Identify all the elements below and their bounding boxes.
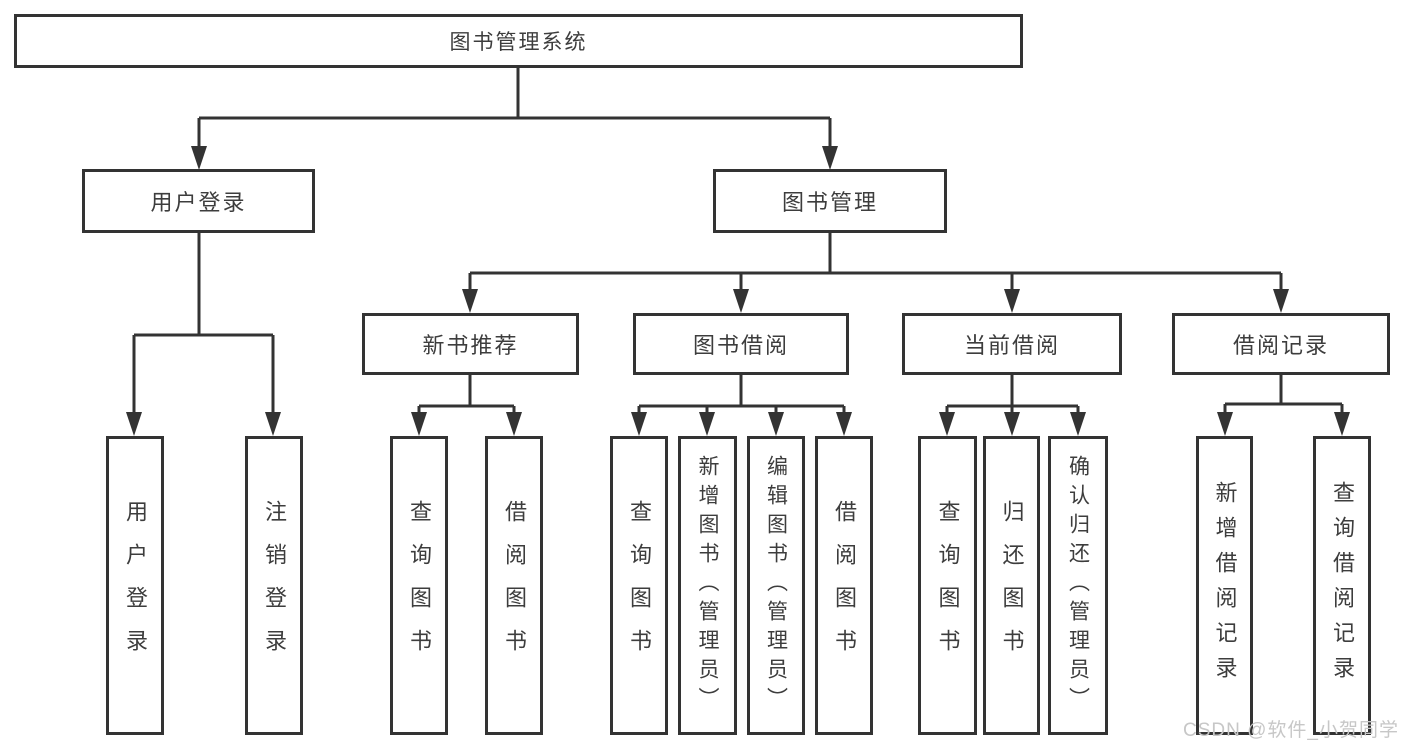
node-library-management-system: 图书管理系统 — [14, 14, 1023, 68]
node-label: 新书推荐 — [422, 333, 519, 358]
leaf-borrow-books-2: 借阅图书 — [815, 436, 873, 735]
node-label: 借阅图书 — [502, 499, 527, 672]
node-label: 图书借阅 — [692, 333, 789, 358]
node-label: 编辑图书（管理员） — [764, 455, 788, 716]
node-label: 借阅记录 — [1232, 333, 1329, 358]
node-label: 当前借阅 — [963, 333, 1060, 358]
leaf-query-books-3: 查询图书 — [918, 436, 977, 735]
node-label: 查询图书 — [407, 499, 432, 672]
node-label: 新增图书（管理员） — [696, 455, 719, 716]
node-new-book-recommend: 新书推荐 — [362, 313, 579, 375]
node-label: 新增借阅记录 — [1212, 480, 1238, 691]
leaf-add-borrow-record: 新增借阅记录 — [1196, 436, 1253, 735]
leaf-query-borrow-record: 查询借阅记录 — [1313, 436, 1371, 735]
connector-strokes — [132, 68, 1344, 416]
node-borrow-records: 借阅记录 — [1172, 313, 1390, 375]
leaf-query-books-1: 查询图书 — [390, 436, 448, 735]
node-label: 用户登录 — [123, 499, 148, 672]
node-label: 查询图书 — [935, 499, 961, 672]
leaf-return-books: 归还图书 — [983, 436, 1040, 735]
leaf-edit-books-admin: 编辑图书（管理员） — [747, 436, 805, 735]
node-label: 借阅图书 — [832, 499, 857, 672]
leaf-add-books-admin: 新增图书（管理员） — [678, 436, 737, 735]
leaf-borrow-books-1: 借阅图书 — [485, 436, 543, 735]
node-label: 图书管理 — [781, 190, 878, 215]
leaf-user-login: 用户登录 — [106, 436, 164, 735]
node-label: 查询图书 — [627, 499, 652, 672]
leaf-query-books-2: 查询图书 — [610, 436, 668, 735]
node-label: 查询借阅记录 — [1330, 480, 1355, 691]
node-label: 用户登录 — [150, 190, 247, 215]
leaf-logout: 注销登录 — [245, 436, 303, 735]
node-label: 确认归还（管理员） — [1066, 455, 1090, 716]
node-label: 注销登录 — [262, 499, 287, 672]
leaf-confirm-return-admin: 确认归还（管理员） — [1048, 436, 1108, 735]
node-book-management-branch: 图书管理 — [713, 169, 947, 233]
csdn-watermark: CSDN @软件_小贺同学 — [1183, 720, 1399, 741]
node-label: 归还图书 — [999, 499, 1025, 672]
node-label: 图书管理系统 — [449, 31, 588, 54]
connector-arrowheads — [126, 146, 1350, 436]
node-book-borrow: 图书借阅 — [633, 313, 849, 375]
node-user-login-branch: 用户登录 — [82, 169, 315, 233]
node-current-borrow: 当前借阅 — [902, 313, 1122, 375]
